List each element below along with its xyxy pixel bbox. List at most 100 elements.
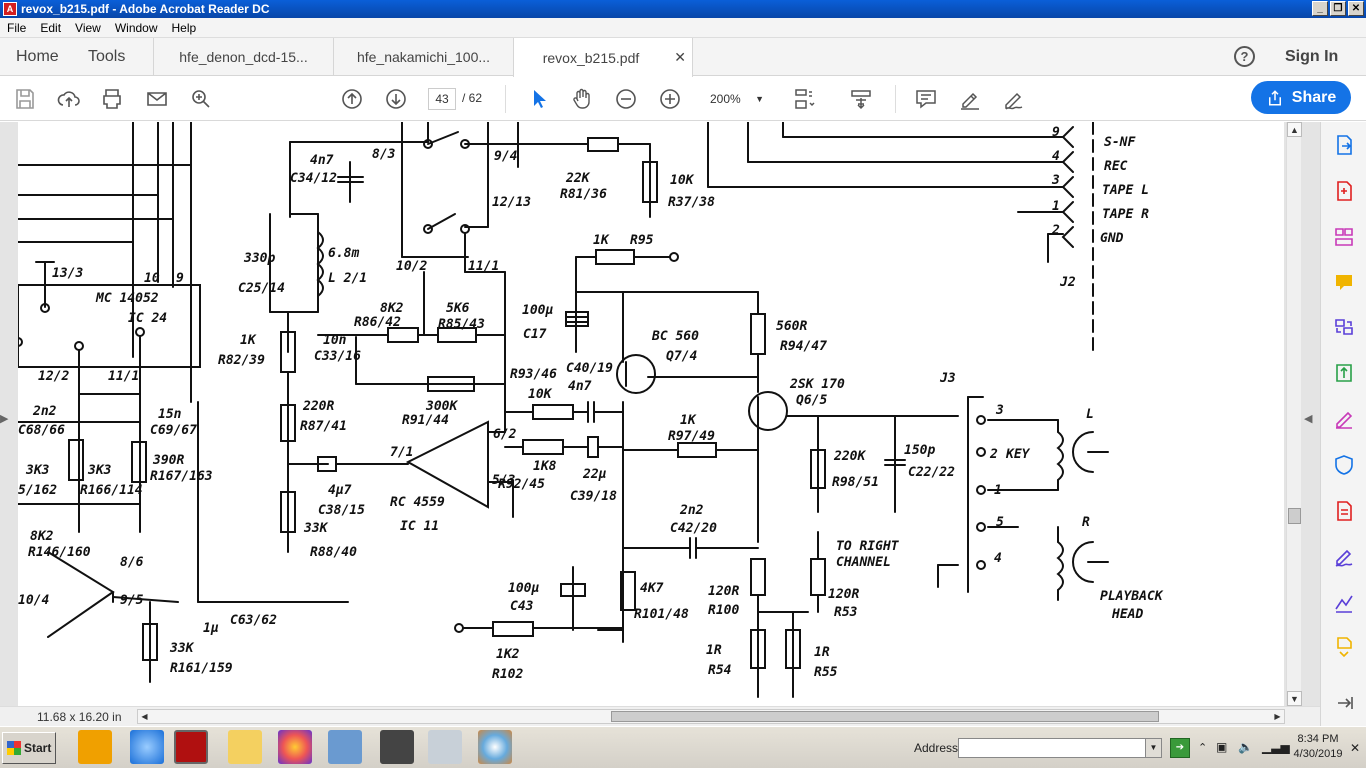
chevron-down-icon: ▼	[755, 94, 764, 104]
file-explorer-icon[interactable]	[228, 730, 262, 764]
zoom-select[interactable]: 200%▼	[702, 88, 770, 110]
search-icon[interactable]	[189, 87, 213, 111]
hand-tool-icon[interactable]	[570, 87, 594, 111]
schematic-label: 100µ	[522, 303, 553, 318]
share-button[interactable]: Share	[1251, 81, 1351, 114]
scroll-thumb[interactable]	[611, 711, 1159, 722]
previous-page-icon[interactable]	[340, 87, 364, 111]
paint-icon[interactable]	[478, 730, 512, 764]
menu-help[interactable]: Help	[171, 20, 197, 35]
menu-edit[interactable]: Edit	[40, 20, 62, 35]
schematic-label: 10/4	[18, 593, 49, 608]
device-icon[interactable]: ▣	[1216, 740, 1228, 754]
zoom-in-icon[interactable]	[658, 87, 682, 111]
close-tab-icon[interactable]: ✕	[674, 49, 686, 65]
sign-icon[interactable]	[1002, 87, 1026, 111]
print-icon[interactable]	[100, 87, 124, 111]
go-arrow-icon[interactable]: ➔	[1170, 738, 1190, 758]
schematic-label: 3K3	[87, 463, 112, 478]
tray-expand-icon[interactable]: ⌃	[1198, 742, 1208, 754]
calculator-icon[interactable]	[428, 730, 462, 764]
pdf-page[interactable]: 13/3 MC 14052 IC 24 10 9 12/2 11/1 2n2 C…	[18, 122, 1284, 706]
certificates-icon[interactable]	[1333, 592, 1355, 614]
upload-cloud-icon[interactable]	[57, 87, 81, 111]
schematic-label: 9	[176, 271, 184, 286]
left-pane-toggle-icon[interactable]: ▶	[0, 413, 9, 425]
menu-window[interactable]: Window	[114, 20, 158, 35]
notification-icon[interactable]: ✕	[1350, 741, 1361, 755]
address-input[interactable]: ▼	[958, 738, 1162, 758]
scroll-mode-icon[interactable]	[849, 87, 873, 111]
chevron-down-icon[interactable]: ▼	[1145, 739, 1161, 757]
network-signal-icon[interactable]: ▁▃▅	[1262, 740, 1290, 754]
email-icon[interactable]	[145, 87, 169, 111]
schematic-label: 10K	[528, 387, 553, 402]
fill-sign-icon[interactable]	[1333, 408, 1355, 430]
next-page-icon[interactable]	[384, 87, 408, 111]
protect-shield-icon[interactable]	[1333, 454, 1355, 476]
collapse-pane-icon[interactable]	[1333, 692, 1355, 714]
acrobat-taskbar-icon[interactable]	[174, 730, 208, 764]
help-icon[interactable]: ?	[1234, 46, 1255, 67]
menu-file[interactable]: File	[7, 20, 27, 35]
schematic-label: 2n2	[32, 404, 57, 419]
page-fit-icon[interactable]	[793, 87, 817, 111]
schematic-drawing: 13/3 MC 14052 IC 24 10 9 12/2 11/1 2n2 C…	[18, 122, 1164, 698]
save-icon[interactable]	[13, 87, 37, 111]
more-tools-icon[interactable]	[1333, 636, 1355, 658]
compress-pdf-icon[interactable]	[1333, 362, 1355, 384]
start-button[interactable]: Start	[2, 732, 56, 764]
document-tab[interactable]: hfe_denon_dcd-15...	[153, 38, 333, 76]
clock-time[interactable]: 8:34 PM	[1297, 733, 1339, 745]
menu-view[interactable]: View	[75, 20, 101, 35]
close-window-button[interactable]: ✕	[1348, 1, 1364, 16]
volume-icon[interactable]: 🔈	[1238, 740, 1253, 754]
schematic-label: TAPE L	[1102, 183, 1149, 198]
schematic-label: R81/36	[560, 187, 607, 202]
home-tab[interactable]: Home	[16, 48, 59, 65]
page-number-input[interactable]: 43	[428, 88, 456, 110]
document-tab-active[interactable]: revox_b215.pdf✕	[513, 38, 693, 77]
comment-icon[interactable]	[914, 87, 938, 111]
tools-tab[interactable]: Tools	[88, 48, 126, 65]
scroll-right-icon[interactable]: ▶	[1274, 712, 1281, 721]
vertical-scrollbar[interactable]: ▲ ▼	[1286, 122, 1302, 706]
highlight-pen-icon[interactable]	[958, 87, 982, 111]
image-viewer-icon[interactable]	[328, 730, 362, 764]
zoom-out-icon[interactable]	[614, 87, 638, 111]
export-pdf-icon[interactable]	[1333, 134, 1355, 156]
select-cursor-icon[interactable]	[527, 87, 551, 111]
schematic-label: R53	[834, 605, 858, 620]
schematic-label: C17	[523, 327, 547, 342]
organize-pages-icon[interactable]	[1333, 226, 1355, 248]
horizontal-scrollbar[interactable]: ◀ ▶	[137, 709, 1285, 724]
comment-tool-icon[interactable]	[1333, 272, 1355, 294]
scroll-left-icon[interactable]: ◀	[141, 712, 148, 721]
clock-date[interactable]: 4/30/2019	[1293, 748, 1343, 760]
schematic-label: 220R	[302, 399, 334, 414]
ltspice-icon[interactable]	[380, 730, 414, 764]
internet-explorer-icon[interactable]	[130, 730, 164, 764]
schematic-label: C42/20	[670, 521, 717, 536]
schematic-label: Q7/4	[666, 349, 697, 364]
document-view[interactable]: ▶	[0, 122, 1320, 706]
scroll-thumb[interactable]	[1288, 508, 1301, 524]
scroll-down-icon[interactable]: ▼	[1287, 691, 1302, 706]
restore-button[interactable]: ❐	[1330, 1, 1346, 16]
send-for-review-icon[interactable]	[1333, 500, 1355, 522]
minimize-button[interactable]: _	[1312, 1, 1328, 16]
schematic-label: 1K	[240, 333, 257, 348]
document-tab[interactable]: hfe_nakamichi_100...	[333, 38, 513, 76]
firefox-icon[interactable]	[278, 730, 312, 764]
sign-in-link[interactable]: Sign In	[1285, 48, 1339, 65]
create-pdf-icon[interactable]	[1333, 180, 1355, 202]
combine-files-icon[interactable]	[1333, 316, 1355, 338]
schematic-label: 5/3	[492, 473, 516, 488]
sign-tool-icon[interactable]	[1333, 546, 1355, 568]
scroll-up-icon[interactable]: ▲	[1287, 122, 1302, 137]
schematic-label: KEY	[1005, 447, 1031, 462]
right-pane-toggle-icon[interactable]: ◀	[1304, 413, 1313, 425]
media-player-icon[interactable]	[78, 730, 112, 764]
schematic-label: 9/5	[120, 593, 144, 608]
schematic-label: 1	[994, 483, 1002, 498]
